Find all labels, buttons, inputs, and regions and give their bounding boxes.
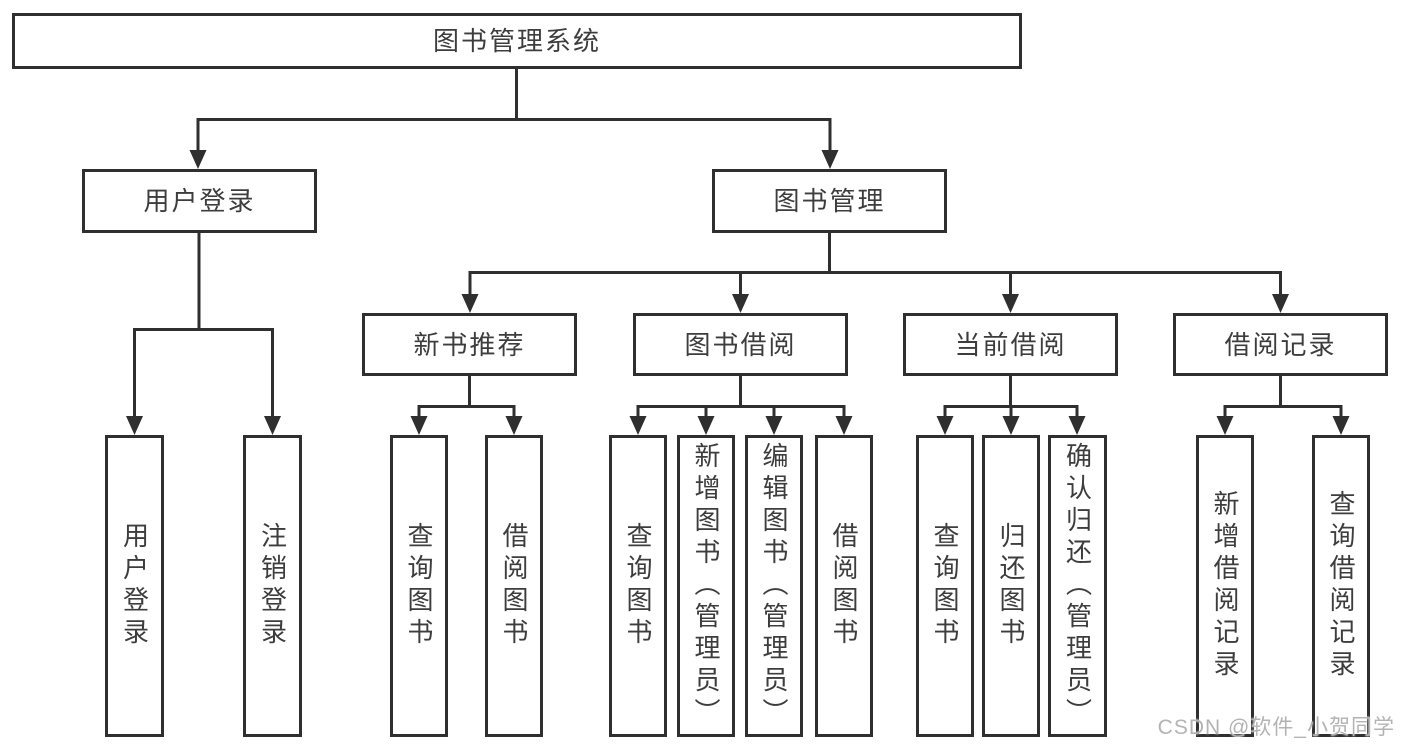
- node-new-book-recommend-label: 新书推荐: [413, 329, 526, 360]
- leaf-add-borrow-record-label: 新增借阅记录: [1210, 490, 1240, 682]
- leaf-borrow-books: 借阅图书: [815, 435, 873, 737]
- node-book-borrowing: 图书借阅: [633, 313, 848, 376]
- leaf-confirm-return-admin-label: 确认归还（管理员）: [1062, 442, 1093, 730]
- leaf-add-book-admin-label: 新增图书（管理员）: [691, 442, 721, 730]
- node-borrowing-records: 借阅记录: [1173, 313, 1388, 376]
- leaf-borrow-books-recommend: 借阅图书: [485, 435, 543, 737]
- leaf-confirm-return-admin: 确认归还（管理员）: [1048, 435, 1107, 737]
- csdn-watermark: CSDN @软件_小贺同学: [1157, 716, 1395, 739]
- node-book-management-label: 图书管理: [773, 186, 886, 216]
- leaf-logout: 注销登录: [243, 435, 302, 737]
- leaf-edit-book-admin: 编辑图书（管理员）: [745, 435, 803, 737]
- leaf-add-book-admin: 新增图书（管理员）: [677, 435, 735, 737]
- leaf-return-book-label: 归还图书: [996, 522, 1026, 650]
- node-current-borrowing: 当前借阅: [903, 313, 1118, 376]
- node-new-book-recommend: 新书推荐: [362, 313, 577, 376]
- leaf-query-books-current-label: 查询图书: [930, 522, 960, 650]
- leaf-query-books-recommend-label: 查询图书: [404, 522, 434, 650]
- leaf-query-books-borrowing: 查询图书: [609, 435, 667, 737]
- leaf-add-borrow-record: 新增借阅记录: [1196, 435, 1254, 737]
- node-root-label: 图书管理系统: [432, 26, 601, 56]
- node-user-login: 用户登录: [82, 169, 317, 233]
- node-root: 图书管理系统: [12, 13, 1022, 69]
- node-book-borrowing-label: 图书借阅: [684, 329, 797, 360]
- leaf-query-books-current: 查询图书: [916, 435, 974, 737]
- leaf-return-book: 归还图书: [982, 435, 1040, 737]
- leaf-query-books-borrowing-label: 查询图书: [623, 522, 653, 650]
- connector-lines: [133, 68, 1343, 417]
- leaf-user-login: 用户登录: [105, 435, 164, 737]
- leaf-query-borrow-record-label: 查询借阅记录: [1326, 490, 1356, 682]
- leaf-borrow-books-recommend-label: 借阅图书: [499, 522, 529, 650]
- leaf-query-books-recommend: 查询图书: [390, 435, 448, 737]
- node-current-borrowing-label: 当前借阅: [954, 329, 1067, 360]
- node-borrowing-records-label: 借阅记录: [1224, 329, 1337, 360]
- node-user-login-label: 用户登录: [143, 186, 256, 216]
- leaf-query-borrow-record: 查询借阅记录: [1312, 435, 1370, 737]
- node-book-management: 图书管理: [712, 169, 947, 233]
- leaf-user-login-label: 用户登录: [119, 522, 150, 650]
- leaf-borrow-books-label: 借阅图书: [829, 522, 859, 650]
- leaf-edit-book-admin-label: 编辑图书（管理员）: [759, 442, 789, 730]
- leaf-logout-label: 注销登录: [257, 522, 288, 650]
